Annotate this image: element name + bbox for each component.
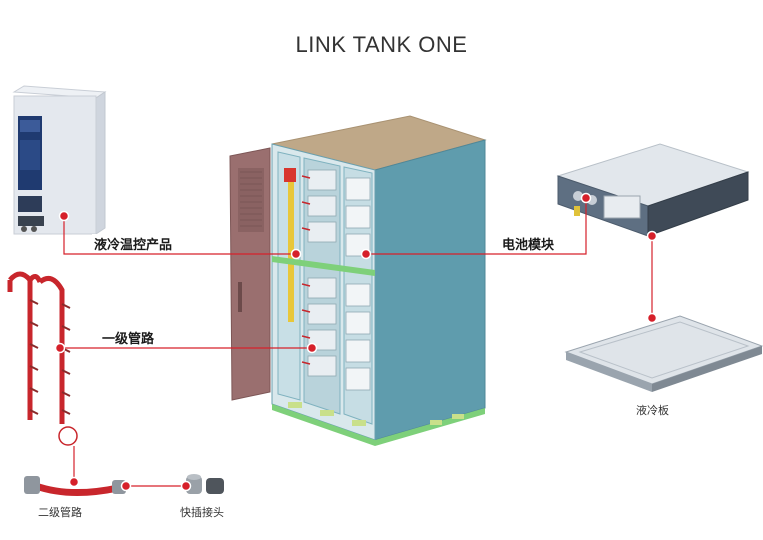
marker-dots <box>54 192 658 492</box>
label-primary-pipe: 一级管路 <box>100 328 157 347</box>
quick-connectors <box>186 474 224 494</box>
leader-lines <box>60 198 653 487</box>
secondary-pipe <box>24 476 126 496</box>
label-quick-connector: 快插接头 <box>180 506 224 519</box>
label-cold-plate: 液冷板 <box>636 404 669 417</box>
label-secondary-pipe: 二级管路 <box>38 506 82 519</box>
thermal-control-unit <box>12 85 107 235</box>
label-battery-module: 电池模块 <box>500 234 557 253</box>
diagram-title: LINK TANK ONE <box>295 32 468 57</box>
label-thermal-product: 液冷温控产品 <box>92 234 175 253</box>
battery-module-illustration <box>556 143 750 237</box>
energy-storage-cabinet <box>229 115 487 446</box>
primary-pipe-manifold <box>7 271 78 446</box>
liquid-cold-plate <box>564 315 763 392</box>
